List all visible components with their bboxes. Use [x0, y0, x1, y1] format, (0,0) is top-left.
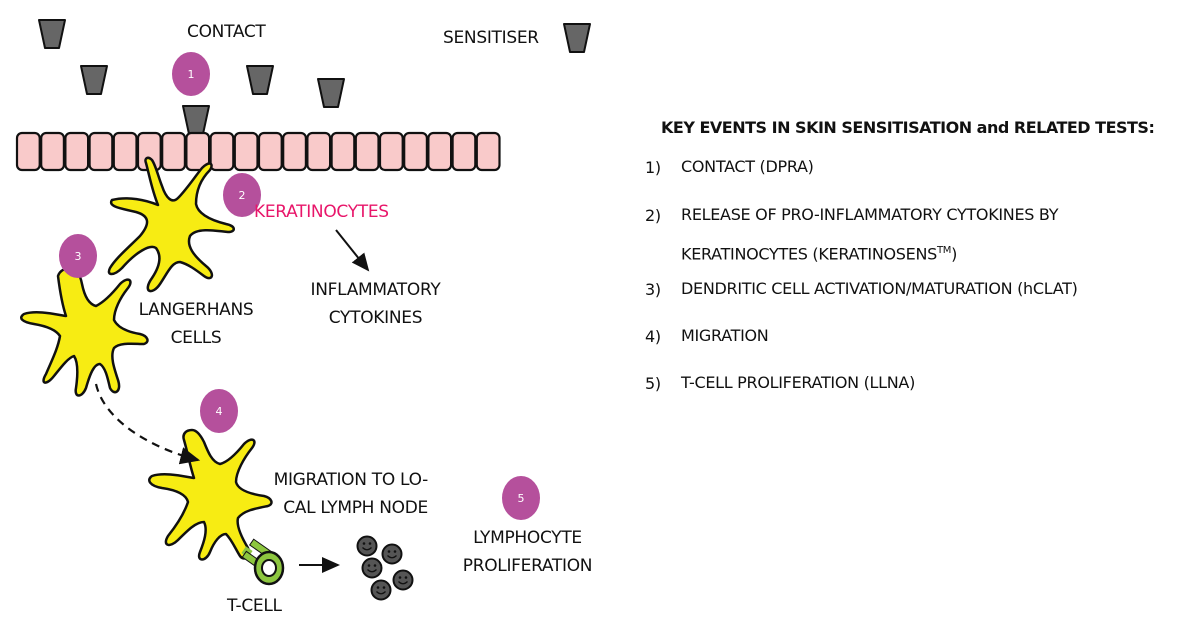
step-badge-3: 3 [59, 234, 97, 278]
lymphocyte-icon [361, 557, 383, 579]
keratinocyte-cell [209, 131, 235, 172]
keratinocyte-cell [451, 131, 477, 172]
langerhans-line-2: CELLS [170, 328, 222, 348]
contact-label: CONTACT [187, 22, 266, 42]
tcell-label: T-CELL [227, 596, 282, 616]
lymphocyte-icon [356, 535, 378, 557]
migration-label: MIGRATION TO LO- CAL LYMPH NODE [258, 466, 429, 522]
langerhans-line-1: LANGERHANS [138, 300, 254, 320]
sensitiser-icon [182, 105, 210, 135]
cytokine-release-arrow [335, 229, 370, 272]
lymphocyte-line-2: PROLIFERATION [462, 556, 593, 576]
legend-item-number: 5) [645, 374, 661, 393]
sensitiser-molecules [38, 19, 591, 135]
keratinocyte-layer [15, 131, 501, 172]
step-badge-2: 2 [223, 173, 261, 217]
lymphocyte-line-1: LYMPHOCYTE [473, 528, 582, 548]
migration-line-1: MIGRATION TO LO- [273, 470, 429, 490]
keratinocyte-cell [330, 131, 356, 172]
langerhans-cell-left [20, 266, 149, 397]
langerhans-cell-upper [107, 156, 235, 293]
sensitiser-icon [563, 23, 591, 53]
keratinocyte-cell [185, 131, 211, 172]
inflammatory-line-2: CYTOKINES [328, 308, 423, 328]
keratinocytes-label: KERATINOCYTES [254, 202, 389, 222]
keratinocyte-cell [15, 131, 41, 172]
keratinocyte-cell [354, 131, 380, 172]
sensitiser-icon [246, 65, 274, 95]
legend-item-line-1: RELEASE OF PRO-INFLAMMATORY CYTOKINES BY [681, 205, 1059, 224]
lymphocyte-proliferation-label: LYMPHOCYTE PROLIFERATION [455, 524, 600, 580]
legend-item-text: DENDRITIC CELL ACTIVATION/MATURATION (hC… [681, 279, 1078, 298]
legend-item-number: 4) [645, 327, 661, 346]
step-badge-1: 1 [172, 52, 210, 96]
langerhans-cells-label: LANGERHANS CELLS [128, 296, 264, 352]
legend-item-text: T-CELL PROLIFERATION (LLNA) [681, 373, 916, 392]
legend-item-text: CONTACT (DPRA) [681, 157, 814, 176]
keratinocyte-cell [475, 131, 501, 172]
migration-path [94, 383, 201, 465]
keratinocyte-cell [427, 131, 453, 172]
keratinocyte-cell [233, 131, 259, 172]
keratinocyte-cell [306, 131, 332, 172]
keratinocyte-cell [88, 131, 114, 172]
step-badge-5: 5 [502, 476, 540, 520]
legend-item-number: 1) [645, 158, 661, 177]
lymphocyte-icon [392, 569, 414, 591]
keratinocyte-cell [378, 131, 404, 172]
step-badge-4: 4 [200, 389, 238, 433]
legend-item-number: 3) [645, 280, 661, 299]
legend-item-number: 2) [645, 206, 661, 225]
inflammatory-line-1: INFLAMMATORY [310, 280, 441, 300]
legend-item-text: MIGRATION [681, 326, 769, 345]
lymphocyte-icon [381, 543, 403, 565]
dendritic-cell-lymph-node [148, 428, 273, 561]
inflammatory-cytokines-label: INFLAMMATORY CYTOKINES [298, 276, 453, 332]
keratinocyte-cell [257, 131, 283, 172]
sensitiser-icon [80, 65, 108, 95]
legend-title: KEY EVENTS IN SKIN SENSITISATION and REL… [661, 118, 1155, 137]
keratinocyte-cell [40, 131, 66, 172]
keratinocyte-cell [112, 131, 138, 172]
keratinocyte-cell [282, 131, 308, 172]
keratinocyte-cell [161, 131, 186, 172]
keratinocyte-cell [64, 131, 90, 172]
lymphocyte-cluster [356, 535, 414, 601]
sensitiser-icon [38, 19, 66, 49]
keratinocyte-cell [403, 131, 429, 172]
migration-line-2: CAL LYMPH NODE [283, 498, 428, 518]
sensitiser-label: SENSITISER [443, 28, 539, 48]
trademark-superscript: TM [936, 245, 952, 256]
sensitiser-icon [317, 78, 345, 108]
legend-item-text: RELEASE OF PRO-INFLAMMATORY CYTOKINES BY… [681, 197, 1059, 272]
legend-item-line-2: KERATINOCYTES (KERATINOSENS [681, 244, 937, 264]
tcell [253, 550, 285, 586]
legend-item-suffix: ) [951, 244, 958, 264]
lymphocyte-icon [370, 579, 392, 601]
